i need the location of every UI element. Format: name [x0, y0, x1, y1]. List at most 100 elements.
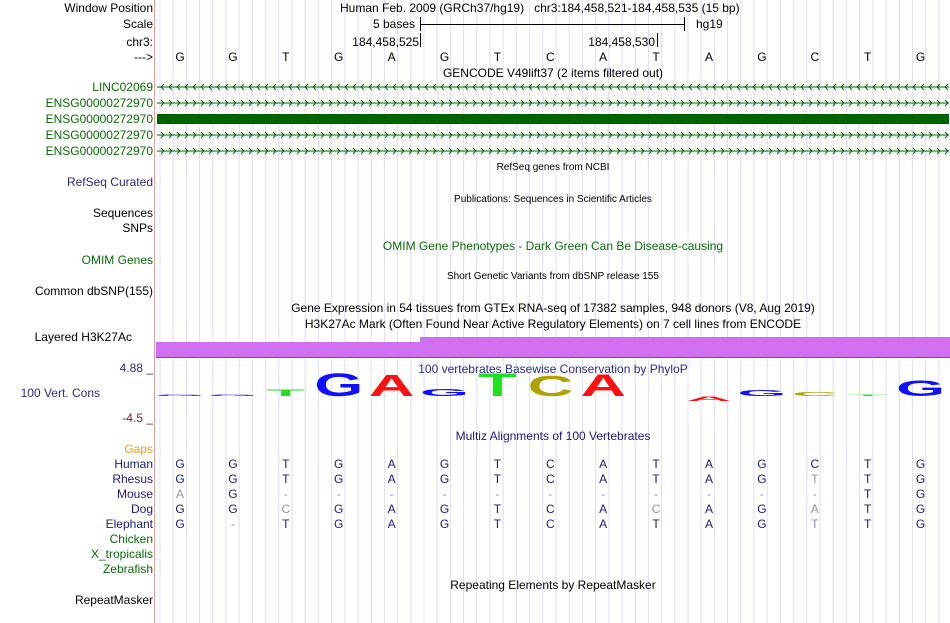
- alignment-base: A: [704, 517, 713, 531]
- gencode-title[interactable]: GENCODE V49lift37 (2 items filtered out): [442, 66, 664, 80]
- alignment-base: T: [811, 517, 819, 531]
- alignment-base: G: [175, 457, 185, 471]
- conservation-letter: G: [314, 370, 363, 403]
- alignment-base: A: [387, 502, 396, 516]
- gene-feature[interactable]: [157, 130, 949, 140]
- publications-title[interactable]: Publications: Sequences in Scientific Ar…: [454, 194, 652, 205]
- species-label[interactable]: Chicken: [109, 532, 153, 546]
- gene-feature[interactable]: [157, 114, 949, 124]
- pos-right-tick: [657, 33, 658, 47]
- species-label[interactable]: Human: [114, 457, 153, 471]
- alignment-base: A: [810, 502, 819, 516]
- conservation-letter: C: [528, 371, 573, 403]
- species-label[interactable]: Mouse: [116, 487, 153, 501]
- gene-label[interactable]: ENSG00000272970: [45, 112, 153, 126]
- h3k27ac-title[interactable]: H3K27Ac Mark (Often Found Near Active Re…: [304, 317, 802, 331]
- species-label[interactable]: X_tropicalis: [90, 547, 153, 561]
- alignment-base: -: [389, 487, 394, 501]
- alignment-base: A: [599, 472, 608, 486]
- sequence-base: A: [704, 50, 713, 64]
- pos-left: 184,458,525: [352, 35, 419, 49]
- refseq-title[interactable]: RefSeq genes from NCBI: [496, 162, 610, 173]
- assembly-position: Human Feb. 2009 (GRCh37/hg19) chr3:184,4…: [340, 1, 740, 15]
- species-label[interactable]: Elephant: [105, 517, 153, 531]
- alignment-base: T: [864, 457, 872, 471]
- alignment-base: -: [495, 487, 500, 501]
- gtex-title[interactable]: Gene Expression in 54 tissues from GTEx …: [291, 301, 815, 315]
- gene-label[interactable]: LINC02069: [92, 80, 153, 94]
- alignment-base: G: [175, 517, 185, 531]
- alignment-base: T: [864, 487, 872, 501]
- gene-feature[interactable]: [157, 146, 949, 156]
- alignment-base: T: [493, 517, 502, 531]
- species-label[interactable]: Dog: [130, 502, 153, 516]
- gene-label[interactable]: ENSG00000272970: [45, 144, 153, 158]
- alignment-base: T: [282, 457, 290, 471]
- window-position-label: Window Position: [64, 1, 153, 15]
- scale-label: Scale: [122, 17, 153, 31]
- alignment-base: G: [915, 502, 926, 516]
- alignment-base: T: [864, 502, 872, 516]
- alignment-base: C: [651, 502, 661, 516]
- conservation-letter: A: [686, 395, 731, 402]
- alignment-base: G: [757, 517, 767, 531]
- alignment-base: -: [601, 487, 606, 501]
- alignment-base: -: [283, 487, 288, 501]
- refseq-label[interactable]: RefSeq Curated: [66, 175, 153, 189]
- repeatmasker-label[interactable]: RepeatMasker: [74, 593, 153, 607]
- sequence-base: G: [175, 50, 185, 64]
- species-label[interactable]: Rhesus: [112, 472, 153, 486]
- alignment-base: G: [334, 457, 344, 471]
- alignment-base: G: [915, 517, 926, 531]
- scale-bar: [420, 17, 685, 31]
- alignment-base: T: [864, 517, 872, 531]
- omim-label[interactable]: OMIM Genes: [81, 253, 153, 267]
- alignment-base: A: [387, 472, 396, 486]
- species-label[interactable]: Zebrafish: [102, 562, 153, 576]
- alignment-base: G: [228, 472, 238, 486]
- alignment-base: -: [548, 487, 553, 501]
- alignment-base: G: [915, 487, 926, 501]
- alignment-base: G: [228, 457, 238, 471]
- alignment-base: G: [915, 472, 926, 486]
- alignment-base: C: [545, 502, 555, 516]
- alignment-base: -: [812, 487, 817, 501]
- alignment-base: T: [652, 517, 660, 531]
- alignment-base: C: [545, 472, 555, 486]
- repeatmasker-title[interactable]: Repeating Elements by RepeatMasker: [450, 578, 656, 592]
- gene-label[interactable]: ENSG00000272970: [45, 96, 153, 110]
- alignment-base: G: [334, 472, 344, 486]
- sequence-base: G: [439, 50, 450, 64]
- h3k27ac-signal-left: [156, 342, 420, 357]
- gaps-label: Gaps: [124, 442, 153, 456]
- dbsnp-label[interactable]: Common dbSNP(155): [34, 284, 153, 298]
- alignment-base: A: [599, 457, 608, 471]
- alignment-base: A: [704, 472, 713, 486]
- conservation-letter: T: [848, 394, 886, 396]
- conservation-letter: G: [156, 394, 205, 396]
- cons-label[interactable]: 100 Vert. Cons: [20, 386, 100, 400]
- alignment-base: G: [334, 502, 344, 516]
- omim-title[interactable]: OMIM Gene Phenotypes - Dark Green Can Be…: [382, 239, 724, 253]
- gene-label[interactable]: ENSG00000272970: [45, 128, 153, 142]
- multiz-title[interactable]: Multiz Alignments of 100 Vertebrates: [455, 429, 651, 443]
- sequence-base: T: [864, 50, 872, 64]
- h3k27ac-label[interactable]: Layered H3K27Ac: [34, 330, 132, 344]
- gene-feature[interactable]: [157, 98, 949, 108]
- cons-title[interactable]: 100 vertebrates Basewise Conservation by…: [418, 362, 688, 376]
- alignment-base: A: [704, 502, 713, 516]
- alignment-base: G: [439, 517, 450, 531]
- dbsnp-title[interactable]: Short Genetic Variants from dbSNP releas…: [447, 271, 659, 282]
- conservation-letter: G: [896, 376, 945, 401]
- label-divider: [154, 0, 155, 623]
- sequence-base: C: [545, 50, 555, 64]
- alignment-base: -: [336, 487, 341, 501]
- alignment-base: T: [652, 472, 660, 486]
- alignment-base: A: [599, 502, 608, 516]
- gene-feature[interactable]: [157, 82, 949, 92]
- snps-label[interactable]: SNPs: [122, 221, 153, 235]
- sequence-base: A: [387, 50, 396, 64]
- alignment-base: T: [493, 472, 502, 486]
- sequences-label[interactable]: Sequences: [92, 206, 153, 220]
